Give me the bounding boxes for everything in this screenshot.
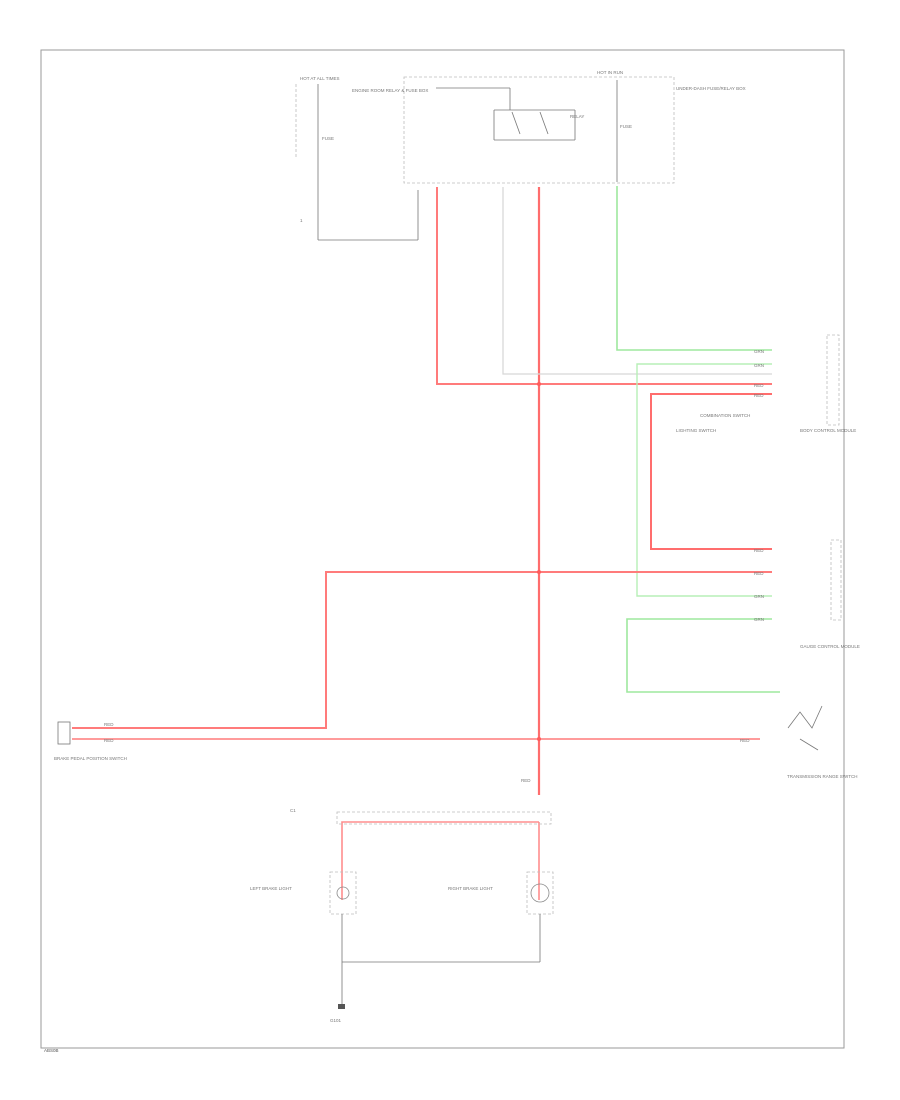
engine-room-box-label: ENGINE ROOM RELAY & FUSE BOX [352,88,428,93]
left-brake-label: LEFT BRAKE LIGHT [250,886,292,891]
under-dash-box-label: UNDER-DASH FUSE/RELAY BOX [676,86,746,91]
wire-code-red-3: RED [754,548,764,553]
brake-switch-label: BRAKE PEDAL POSITION SWITCH [54,756,127,761]
wire-code-grn-1: GRN [754,349,764,354]
wire-code-red-5: RED [740,738,750,743]
wire-green-bottom [626,618,780,693]
transmission-range-switch: TRANSMISSION RANGE SWITCH RED [740,705,858,779]
wire-code-grn-4: GRN [754,617,764,622]
pin-label-left: 1 [300,218,303,223]
gauge-control-label: GAUGE CONTROL MODULE [800,644,860,649]
fuse-label-right: FUSE [620,124,632,129]
gauge-connector: RED RED GRN GRN GAUGE CONTROL MODULE [754,539,860,649]
right-brake-light: RIGHT BRAKE LIGHT [448,871,554,962]
ground-label: G101 [330,1018,342,1023]
bcm-connector-top: GRN GRN RED RED BODY CONTROL MODULE [754,334,856,433]
wire-code-red-4: RED [754,571,764,576]
ground-symbol: G101 [330,1004,345,1023]
footer-code: ABS0B [44,1048,59,1053]
bus-label: C1 [290,808,296,813]
combination-switch-label: COMBINATION SWITCH [700,413,750,418]
wire-code-grn-3: GRN [754,594,764,599]
wire-red-bcm [436,187,772,385]
wire-code-red-2: RED [754,393,764,398]
wire-green-loop [636,363,772,597]
hot-in-run-label: HOT IN RUN [597,70,623,75]
bcm-label: BODY CONTROL MODULE [800,428,856,433]
wire-code-red-1: RED [754,383,764,388]
left-brake-light: LEFT BRAKE LIGHT [250,871,357,962]
lighting-switch-label: LIGHTING SWITCH [676,428,716,433]
right-brake-label: RIGHT BRAKE LIGHT [448,886,493,891]
wire-code-grn-2: GRN [754,363,764,368]
brake-light-bus: C1 RED [290,778,552,825]
wire-red-horizontal [72,571,772,729]
wire-green-top [616,186,772,351]
left-connector: BRAKE PEDAL POSITION SWITCH RED RED [54,721,127,761]
left-fuse-block: HOT AT ALL TIMES FUSE 1 [295,76,419,241]
relay-label: RELAY [570,114,584,119]
wire-red-brake-left [341,821,539,900]
wire-code-red-6: RED [104,722,114,727]
transmission-switch-label: TRANSMISSION RANGE SWITCH [787,774,858,779]
wire-code-red-7: RED [104,738,114,743]
diagram-frame [40,49,845,1049]
wire-gray [502,187,772,375]
hot-at-all-times-label: HOT AT ALL TIMES [300,76,340,81]
wire-red-gauge [650,393,772,550]
wire-code-red-8: RED [521,778,531,783]
engine-room-relay-box: ENGINE ROOM RELAY & FUSE BOX RELAY FUSE … [352,70,746,184]
fuse-label-left: FUSE [322,136,334,141]
